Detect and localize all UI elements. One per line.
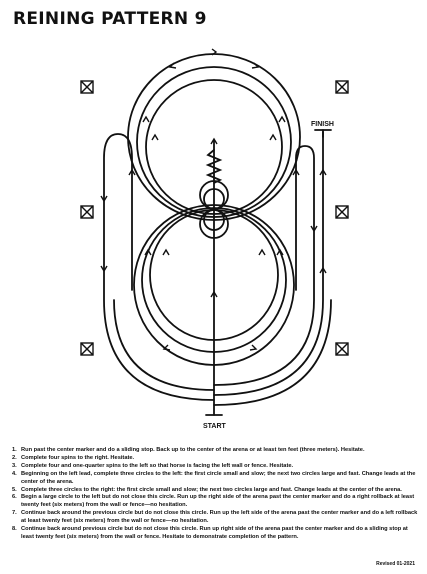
right-rollback-path-1 <box>213 145 315 386</box>
arrow-icon <box>269 133 277 141</box>
list-item: 7.Continue back around the previous circ… <box>12 510 418 525</box>
page-title: REINING PATTERN 9 <box>13 9 207 29</box>
arrow-icon <box>100 265 108 273</box>
marker-box-icon <box>80 80 94 94</box>
list-item: 1.Run past the center marker and do a sl… <box>12 447 365 453</box>
spin-zigzag <box>205 149 223 184</box>
marker-box-icon <box>80 342 94 356</box>
right-run-path-2 <box>213 131 324 396</box>
arrow-icon <box>162 248 170 256</box>
arrow-icon <box>251 62 260 69</box>
revision-note: Revised 01-2021 <box>376 561 415 567</box>
arrow-icon <box>292 168 300 176</box>
arrow-icon <box>211 48 218 56</box>
arrow-icon <box>278 115 286 123</box>
arena-markers <box>80 80 349 356</box>
arrow-icon <box>168 62 177 69</box>
arrow-icon <box>151 133 159 141</box>
marker-box-icon <box>335 80 349 94</box>
start-label: START <box>203 423 227 430</box>
arrow-icon <box>319 266 327 274</box>
marker-box-icon <box>80 205 94 219</box>
arrow-icon <box>210 290 218 298</box>
arrow-icon <box>144 248 152 256</box>
instructions-list: 1.Run past the center marker and do a sl… <box>12 447 418 542</box>
arrow-icon <box>100 195 108 203</box>
marker-box-icon <box>335 342 349 356</box>
list-item: 6.Begin a large circle to the left but d… <box>12 494 415 509</box>
arrow-icon <box>319 168 327 176</box>
arrow-icon <box>276 248 284 256</box>
list-item: 3.Complete four and one-quarter spins to… <box>12 462 294 469</box>
right-run-path-3 <box>213 299 332 406</box>
list-item: 8.Continue back around previous circle b… <box>12 526 408 540</box>
list-item: 4.Beginning on the left lead, complete t… <box>12 470 416 485</box>
list-item: 5.Complete three circles to the right: t… <box>12 486 402 493</box>
marker-box-icon <box>335 205 349 219</box>
arrow-icon <box>162 344 171 351</box>
arrow-icon <box>210 137 218 145</box>
arrow-icon <box>249 344 258 351</box>
list-item: 2.Complete four spins to the right. Hesi… <box>12 454 135 461</box>
left-run-path-2 <box>113 299 215 391</box>
arrow-icon <box>128 168 136 176</box>
arrow-icon <box>258 248 266 256</box>
arrow-icon <box>310 225 318 233</box>
left-rollback-path <box>103 133 215 401</box>
arrow-icon <box>142 115 150 123</box>
finish-label: FINISH <box>311 121 334 128</box>
